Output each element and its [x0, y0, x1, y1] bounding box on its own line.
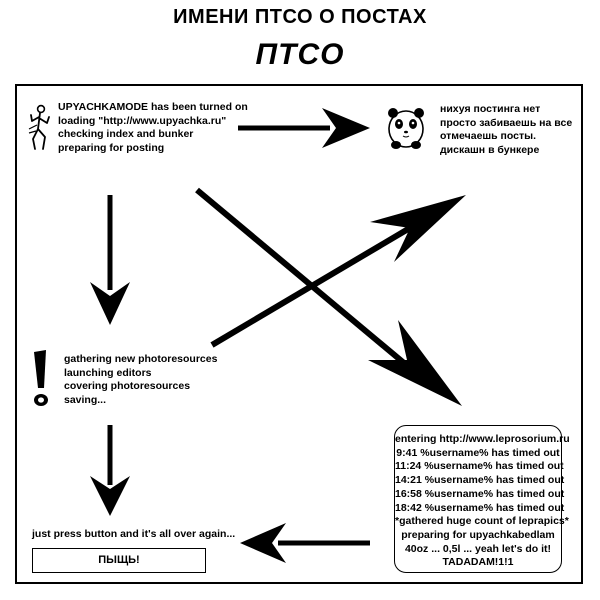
arrow-down-icon [90, 195, 130, 325]
text-line: 40oz ... 0,5l ... yeah let's do it! [404, 542, 552, 555]
text-line: gathering new photoresources [64, 353, 218, 365]
text-line: 14:21 %username% has timed out [395, 474, 565, 487]
text-line: covering photoresources [64, 380, 191, 392]
step-no-posting-text: нихуя постинга нет просто забиваешь на в… [440, 103, 572, 157]
text-line: просто забиваешь на все [440, 116, 573, 129]
text-line: 16:58 %username% has timed out [395, 487, 565, 500]
text-line: UPYACHKAMODE has been turned on [58, 101, 248, 113]
arrow-left-icon [240, 523, 370, 563]
exclamation-icon [34, 350, 48, 406]
step-leprosorium-text: entering http://www.leprosorium.ru 9:41 … [395, 426, 570, 570]
diagram-title: ИМЕНИ ПТСО О ПОСТАХ [173, 6, 427, 28]
arrow-down-icon [90, 425, 130, 516]
text-line: *gathered huge count of leprapics* [395, 515, 569, 528]
running-stick-figure-icon [28, 104, 50, 150]
diagram-frame [15, 84, 583, 584]
text-line: preparing for posting [58, 141, 165, 154]
diagram-subtitle: ПТСО [255, 38, 345, 71]
restart-caption: just press button and it's all over agai… [32, 528, 236, 540]
step-photo-text: gathering new photoresources launching e… [64, 353, 217, 407]
text-line: нихуя постинга нет [440, 103, 541, 115]
text-line: отмечаешь посты. [440, 130, 537, 142]
push-button[interactable]: ПЫЩЬ! [32, 548, 206, 573]
text-line: TADADAM!1!1 [442, 556, 514, 569]
panda-icon [388, 108, 424, 149]
step-start-text: UPYACHKAMODE has been turned on loading … [58, 101, 248, 155]
text-line: дискашн в бункере [440, 143, 540, 156]
text-line: launching editors [64, 366, 152, 379]
arrow-right-icon [238, 108, 370, 148]
arrow-diagonal-up-icon [210, 195, 466, 348]
leprosorium-box: entering http://www.leprosorium.ru 9:41 … [394, 425, 570, 573]
text-line: saving... [64, 393, 107, 406]
text-line: loading "http://www.upyachka.ru" [58, 114, 227, 127]
text-line: 18:42 %username% has timed out [395, 501, 565, 514]
text-line: preparing for upyachkabedlam [401, 528, 555, 541]
text-line: 11:24 %username% has timed out [395, 460, 564, 473]
text-line: 9:41 %username% has timed out [396, 446, 560, 459]
text-line: checking index and bunker [58, 128, 194, 140]
arrow-diagonal-down-icon [195, 187, 462, 406]
text-line: entering http://www.leprosorium.ru [395, 433, 570, 445]
